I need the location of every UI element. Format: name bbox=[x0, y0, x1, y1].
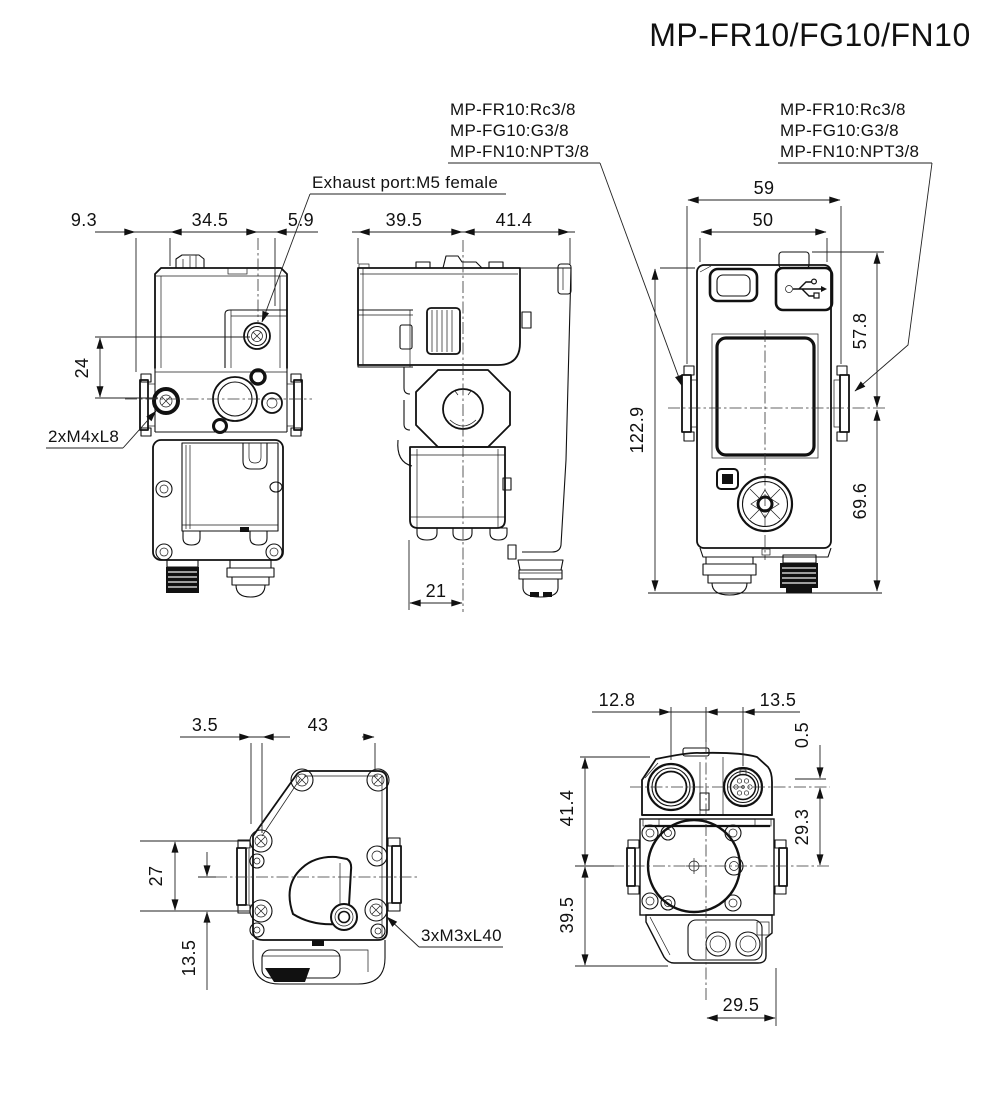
m12-connector bbox=[166, 559, 199, 593]
dim-12-8: 12.8 bbox=[599, 690, 636, 710]
exhaust-port-callout: Exhaust port:M5 female bbox=[261, 173, 506, 323]
round-connector bbox=[226, 559, 275, 598]
right-port-flange bbox=[286, 373, 303, 437]
dim-0-5: 0.5 bbox=[792, 722, 812, 748]
dim-50: 50 bbox=[753, 210, 774, 230]
port-spec-right-line1: MP-FR10:Rc3/8 bbox=[780, 100, 906, 119]
dim-29-3: 29.3 bbox=[792, 809, 812, 846]
dim-13-5-bottom: 13.5 bbox=[760, 690, 797, 710]
mounting-screws-label: 2xM4xL8 bbox=[48, 427, 119, 446]
view-top: 3.5 43 27 13.5 3xM3xL40 bbox=[140, 715, 503, 990]
exhaust-port-label: Exhaust port:M5 female bbox=[312, 173, 498, 192]
mounting-screws-callout: 2xM4xL8 bbox=[46, 410, 157, 449]
leader-line bbox=[122, 410, 157, 449]
usb-port bbox=[774, 251, 834, 312]
bottom-dimensions: 12.8 13.5 0.5 29.3 41.4 39.5 29.5 bbox=[557, 690, 826, 1026]
dim-39-5-bottom: 39.5 bbox=[557, 897, 577, 934]
top-left-flange bbox=[236, 839, 251, 914]
dim-29-5: 29.5 bbox=[723, 995, 760, 1015]
mounting-screw-left bbox=[152, 387, 180, 415]
bottom-right-flange bbox=[774, 839, 788, 895]
port-spec-right-line3: MP-FN10:NPT3/8 bbox=[780, 142, 919, 161]
exhaust-port-m5 bbox=[243, 322, 271, 350]
drawing-title: MP-FR10/FG10/FN10 bbox=[649, 17, 970, 53]
top-dimensions: 3.5 43 27 13.5 bbox=[140, 715, 376, 990]
dim-43: 43 bbox=[308, 715, 329, 735]
dim-41-4-bottom: 41.4 bbox=[557, 790, 577, 827]
leader-line bbox=[854, 162, 933, 392]
side-dimensions: 39.5 41.4 21 bbox=[352, 210, 575, 610]
bottom-left-flange bbox=[626, 839, 640, 895]
dim-34-5: 34.5 bbox=[192, 210, 229, 230]
gauge-hole bbox=[212, 418, 228, 434]
face-dimensions: 59 50 122.9 57.8 69.6 bbox=[627, 178, 884, 592]
dim-27: 27 bbox=[146, 866, 166, 887]
dim-69-6: 69.6 bbox=[850, 483, 870, 520]
dim-57-8: 57.8 bbox=[850, 313, 870, 350]
view-front: 9.3 34.5 5.9 24 2xM4xL8 bbox=[46, 210, 318, 598]
port-spec-right-line2: MP-FG10:G3/8 bbox=[780, 121, 899, 140]
dim-9-3: 9.3 bbox=[71, 210, 97, 230]
port-spec-callout-left: MP-FR10:Rc3/8 MP-FG10:G3/8 MP-FN10:NPT3/… bbox=[448, 100, 683, 387]
top-right-flange bbox=[387, 837, 402, 912]
panel-screws-callout: 3xM3xL40 bbox=[386, 916, 503, 948]
port-spec-callout-right: MP-FR10:Rc3/8 MP-FG10:G3/8 MP-FN10:NPT3/… bbox=[778, 100, 933, 392]
usb-icon bbox=[785, 278, 827, 299]
dpad-control bbox=[736, 475, 794, 533]
port-spec-left-line1: MP-FR10:Rc3/8 bbox=[450, 100, 576, 119]
leader-line bbox=[386, 916, 420, 948]
dim-13-5-top: 13.5 bbox=[179, 940, 199, 977]
dim-5-9: 5.9 bbox=[288, 210, 314, 230]
rear-connector bbox=[507, 544, 564, 598]
port-spec-left-line3: MP-FN10:NPT3/8 bbox=[450, 142, 589, 161]
view-bottom: 12.8 13.5 0.5 29.3 41.4 39.5 29.5 bbox=[557, 690, 830, 1026]
pilot-hole bbox=[249, 368, 267, 386]
panel-screws bbox=[249, 768, 390, 939]
mounting-screw-right bbox=[261, 392, 283, 414]
dim-41-4: 41.4 bbox=[496, 210, 533, 230]
dim-21: 21 bbox=[426, 581, 447, 601]
lock-lever bbox=[288, 855, 358, 931]
dim-39-5: 39.5 bbox=[386, 210, 423, 230]
dim-3-5: 3.5 bbox=[192, 715, 218, 735]
display-screen bbox=[711, 333, 819, 459]
m12-connector-face bbox=[780, 554, 818, 593]
view-face: 59 50 122.9 57.8 69.6 bbox=[627, 178, 886, 596]
leader-line bbox=[599, 162, 683, 387]
adjustment-knob bbox=[426, 307, 461, 355]
dim-59: 59 bbox=[754, 178, 775, 198]
dim-24: 24 bbox=[72, 358, 92, 379]
left-port-flange-face bbox=[681, 365, 698, 442]
right-port-flange-face bbox=[833, 365, 850, 442]
port-spec-left-line2: MP-FG10:G3/8 bbox=[450, 121, 569, 140]
view-side: 39.5 41.4 21 bbox=[352, 210, 575, 612]
setting-connector-cover bbox=[708, 267, 759, 303]
panel-screws-label: 3xM3xL40 bbox=[421, 926, 502, 945]
round-connector-face bbox=[702, 556, 757, 596]
leader-line bbox=[261, 193, 311, 323]
front-dimensions: 9.3 34.5 5.9 24 bbox=[71, 210, 318, 399]
set-button bbox=[716, 468, 739, 490]
dim-122-9: 122.9 bbox=[627, 406, 647, 453]
